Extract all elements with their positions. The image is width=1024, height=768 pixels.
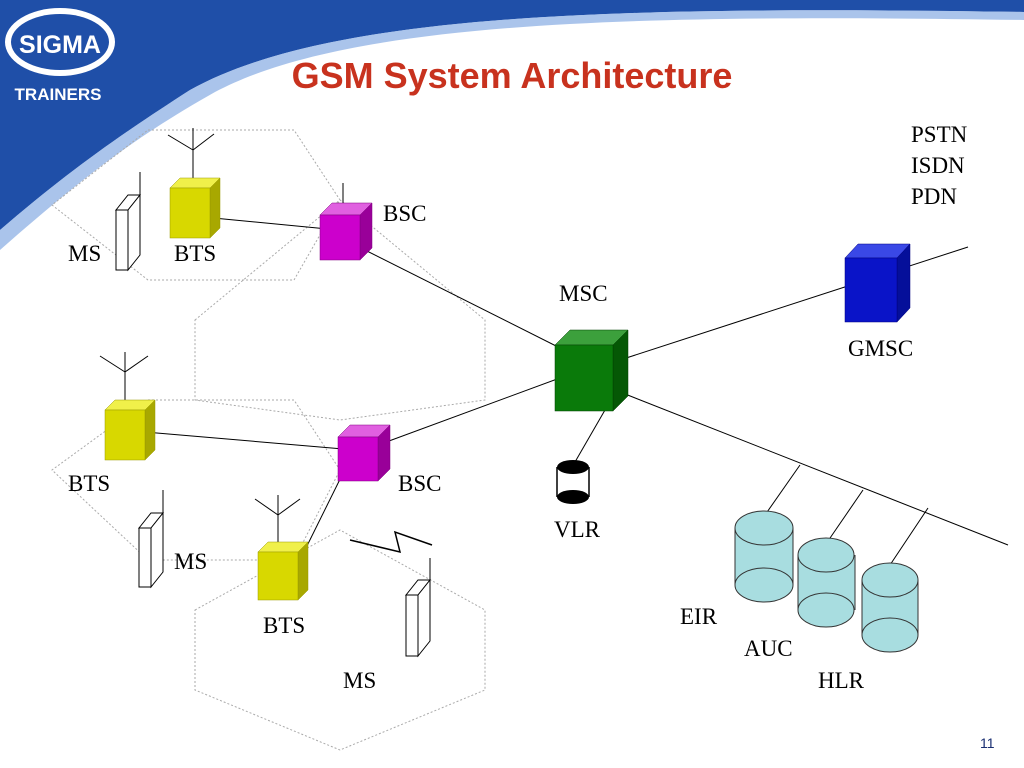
eir-database-icon xyxy=(734,510,794,603)
hlr-database-icon xyxy=(861,562,919,653)
label-auc: AUC xyxy=(744,636,793,661)
header-swoosh xyxy=(0,0,1024,250)
bts-top xyxy=(167,128,221,239)
bsc-mid xyxy=(337,424,391,482)
label-bts-bottom: BTS xyxy=(263,613,305,638)
link-bsc-mid-msc xyxy=(369,374,569,449)
label-eir: EIR xyxy=(680,604,718,629)
msc xyxy=(554,329,629,412)
diagram-labels: PSTN ISDN PDN BSC MS BTS MSC GMSC BTS BS… xyxy=(68,122,968,693)
bts-bottom xyxy=(254,495,309,601)
link-msc-vlr xyxy=(574,409,606,463)
label-ms-bottom: MS xyxy=(343,668,376,693)
label-isdn: ISDN xyxy=(911,153,965,178)
label-pdn: PDN xyxy=(911,184,957,209)
label-ms-mid: MS xyxy=(174,549,207,574)
label-ms-top: MS xyxy=(68,241,101,266)
link-msc-database-bus xyxy=(619,391,1009,546)
ms-top xyxy=(114,172,142,272)
cell-center xyxy=(194,199,486,421)
bts-mid xyxy=(99,352,156,461)
label-msc: MSC xyxy=(559,281,608,306)
label-hlr: HLR xyxy=(818,668,865,693)
auc-database-icon xyxy=(797,537,856,628)
ms-mid xyxy=(137,490,165,589)
vlr-database-icon xyxy=(556,460,590,504)
label-bsc-top: BSC xyxy=(383,201,426,226)
cell-left xyxy=(51,399,341,561)
label-bsc-mid: BSC xyxy=(398,471,441,496)
cell-bottom xyxy=(194,529,486,751)
ms-bottom xyxy=(404,558,432,658)
sigma-logo: SIGMA TRAINERS xyxy=(5,8,115,104)
link-msc-gmsc-external xyxy=(619,246,969,361)
page-number: 11 xyxy=(980,735,995,751)
link-bts-mid-bsc-mid xyxy=(144,431,356,451)
gmsc xyxy=(844,243,911,323)
label-pstn: PSTN xyxy=(911,122,968,147)
link-bts-top-bsc-top xyxy=(202,216,339,231)
link-bus-hlr xyxy=(889,507,929,566)
network-links xyxy=(144,216,1009,566)
label-bts-top: BTS xyxy=(174,241,216,266)
link-bsc-top-msc xyxy=(354,244,569,353)
radio-link-icon xyxy=(349,530,433,554)
link-bus-eir xyxy=(764,464,801,516)
link-bus-auc xyxy=(827,489,864,542)
label-gmsc: GMSC xyxy=(848,336,913,361)
logo-subtitle: TRAINERS xyxy=(15,85,102,104)
label-vlr: VLR xyxy=(554,517,601,542)
bsc-top xyxy=(319,183,373,261)
cell-top xyxy=(51,129,341,281)
page-title: GSM System Architecture xyxy=(292,55,733,96)
label-bts-mid: BTS xyxy=(68,471,110,496)
logo-name: SIGMA xyxy=(19,31,101,59)
cell-boundaries xyxy=(51,129,486,751)
